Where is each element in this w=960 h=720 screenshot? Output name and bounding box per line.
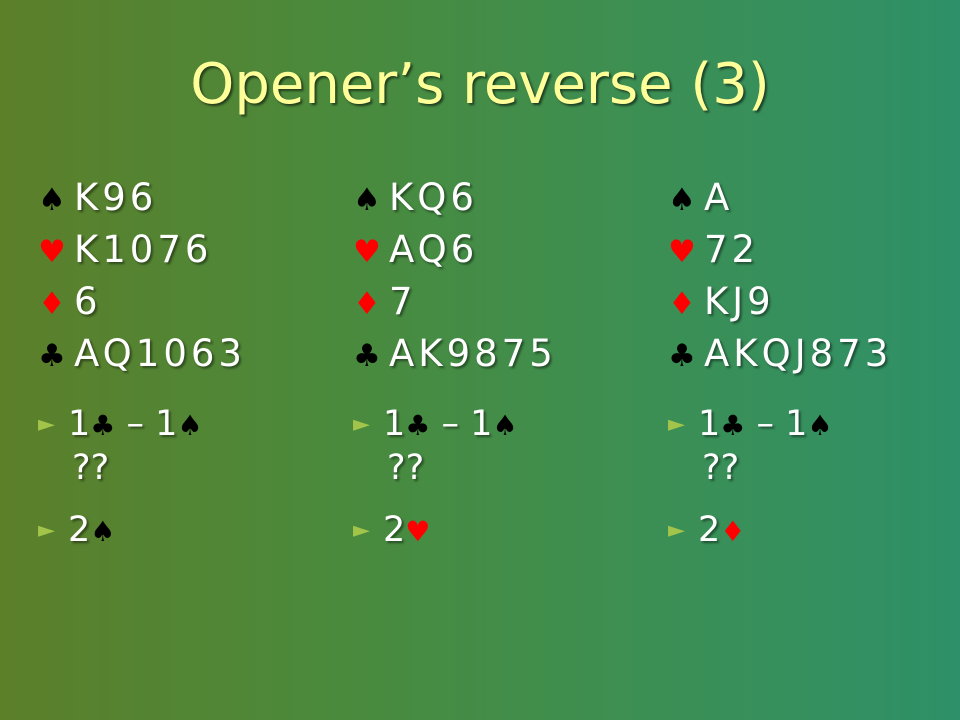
spade-icon: ♠ (90, 515, 116, 548)
spades-row: ♠KQ6 (353, 172, 653, 224)
question-line: ?? (72, 448, 110, 488)
heart-icon: ♥ (353, 234, 381, 270)
heart-cards: AQ6 (389, 228, 479, 271)
auction-line: ►1♣ – 1♠ (668, 402, 960, 446)
clubs-row: ♣AK9875 (353, 328, 653, 380)
hearts-row: ♥72 (668, 224, 960, 276)
auction-resp-level: 1 (785, 404, 808, 444)
answer-line: ► 2♦ (668, 508, 960, 552)
auction-resp-level: 1 (470, 404, 493, 444)
answer-level: 2 (68, 510, 91, 550)
auction-open-level: 1 (698, 404, 721, 444)
bullet-arrow-icon: ► (668, 518, 685, 543)
diamond-cards: 7 (389, 280, 417, 323)
clubs-row: ♣AKQJ873 (668, 328, 960, 380)
diamond-icon: ♦ (353, 286, 381, 322)
spades-row: ♠K96 (38, 172, 338, 224)
hand-column-3: ♠A ♥72 ♦KJ9 ♣AKQJ873 ►1♣ – 1♠ ?? ►2♦ (668, 172, 960, 552)
bullet-arrow-icon: ► (668, 412, 685, 437)
auction-open-level: 1 (68, 404, 91, 444)
club-cards: AK9875 (389, 332, 557, 375)
diamond-cards: KJ9 (704, 280, 775, 323)
spade-icon: ♠ (492, 409, 518, 442)
auction-dash: – (115, 404, 156, 444)
spades-row: ♠A (668, 172, 960, 224)
auction-open-level: 1 (383, 404, 406, 444)
club-icon: ♣ (405, 409, 431, 442)
spade-cards: K96 (74, 176, 158, 219)
spade-icon: ♠ (38, 182, 66, 218)
diamond-cards: 6 (74, 280, 102, 323)
answer-line: ► 2♥ (353, 508, 653, 552)
spade-icon: ♠ (807, 409, 833, 442)
diamond-icon: ♦ (38, 286, 66, 322)
answer-level: 2 (383, 510, 406, 550)
auction-dash: – (430, 404, 471, 444)
answer-level: 2 (698, 510, 721, 550)
hand-column-2: ♠KQ6 ♥AQ6 ♦7 ♣AK9875 ►1♣ – 1♠ ?? ►2♥ (353, 172, 653, 552)
heart-cards: K1076 (74, 228, 213, 271)
diamond-icon: ♦ (720, 515, 746, 548)
auction-line: ►1♣ – 1♠ (353, 402, 653, 446)
hearts-row: ♥K1076 (38, 224, 338, 276)
bullet-arrow-icon: ► (353, 412, 370, 437)
club-icon: ♣ (668, 338, 696, 374)
diamond-icon: ♦ (668, 286, 696, 322)
club-icon: ♣ (720, 409, 746, 442)
diamonds-row: ♦7 (353, 276, 653, 328)
spade-icon: ♠ (177, 409, 203, 442)
bullet-arrow-icon: ► (38, 412, 55, 437)
hearts-row: ♥AQ6 (353, 224, 653, 276)
auction-line: ►1♣ – 1♠ (38, 402, 338, 446)
heart-icon: ♥ (405, 515, 431, 548)
heart-icon: ♥ (668, 234, 696, 270)
club-cards: AKQJ873 (704, 332, 893, 375)
spade-cards: A (704, 176, 734, 219)
diamonds-row: ♦6 (38, 276, 338, 328)
clubs-row: ♣AQ1063 (38, 328, 338, 380)
auction-dash: – (745, 404, 786, 444)
question-line: ?? (702, 448, 740, 488)
club-icon: ♣ (90, 409, 116, 442)
bullet-arrow-icon: ► (353, 518, 370, 543)
club-icon: ♣ (353, 338, 381, 374)
answer-line: ► 2♠ (38, 508, 338, 552)
auction-resp-level: 1 (155, 404, 178, 444)
slide-title: Opener’s reverse (3) (190, 52, 770, 117)
heart-cards: 72 (704, 228, 760, 271)
spade-cards: KQ6 (389, 176, 478, 219)
bullet-arrow-icon: ► (38, 518, 55, 543)
spade-icon: ♠ (668, 182, 696, 218)
club-icon: ♣ (38, 338, 66, 374)
spade-icon: ♠ (353, 182, 381, 218)
club-cards: AQ1063 (74, 332, 246, 375)
diamonds-row: ♦KJ9 (668, 276, 960, 328)
heart-icon: ♥ (38, 234, 66, 270)
hand-column-1: ♠K96 ♥K1076 ♦6 ♣AQ1063 ►1♣ – 1♠ ?? ►2♠ (38, 172, 338, 552)
question-line: ?? (387, 448, 425, 488)
